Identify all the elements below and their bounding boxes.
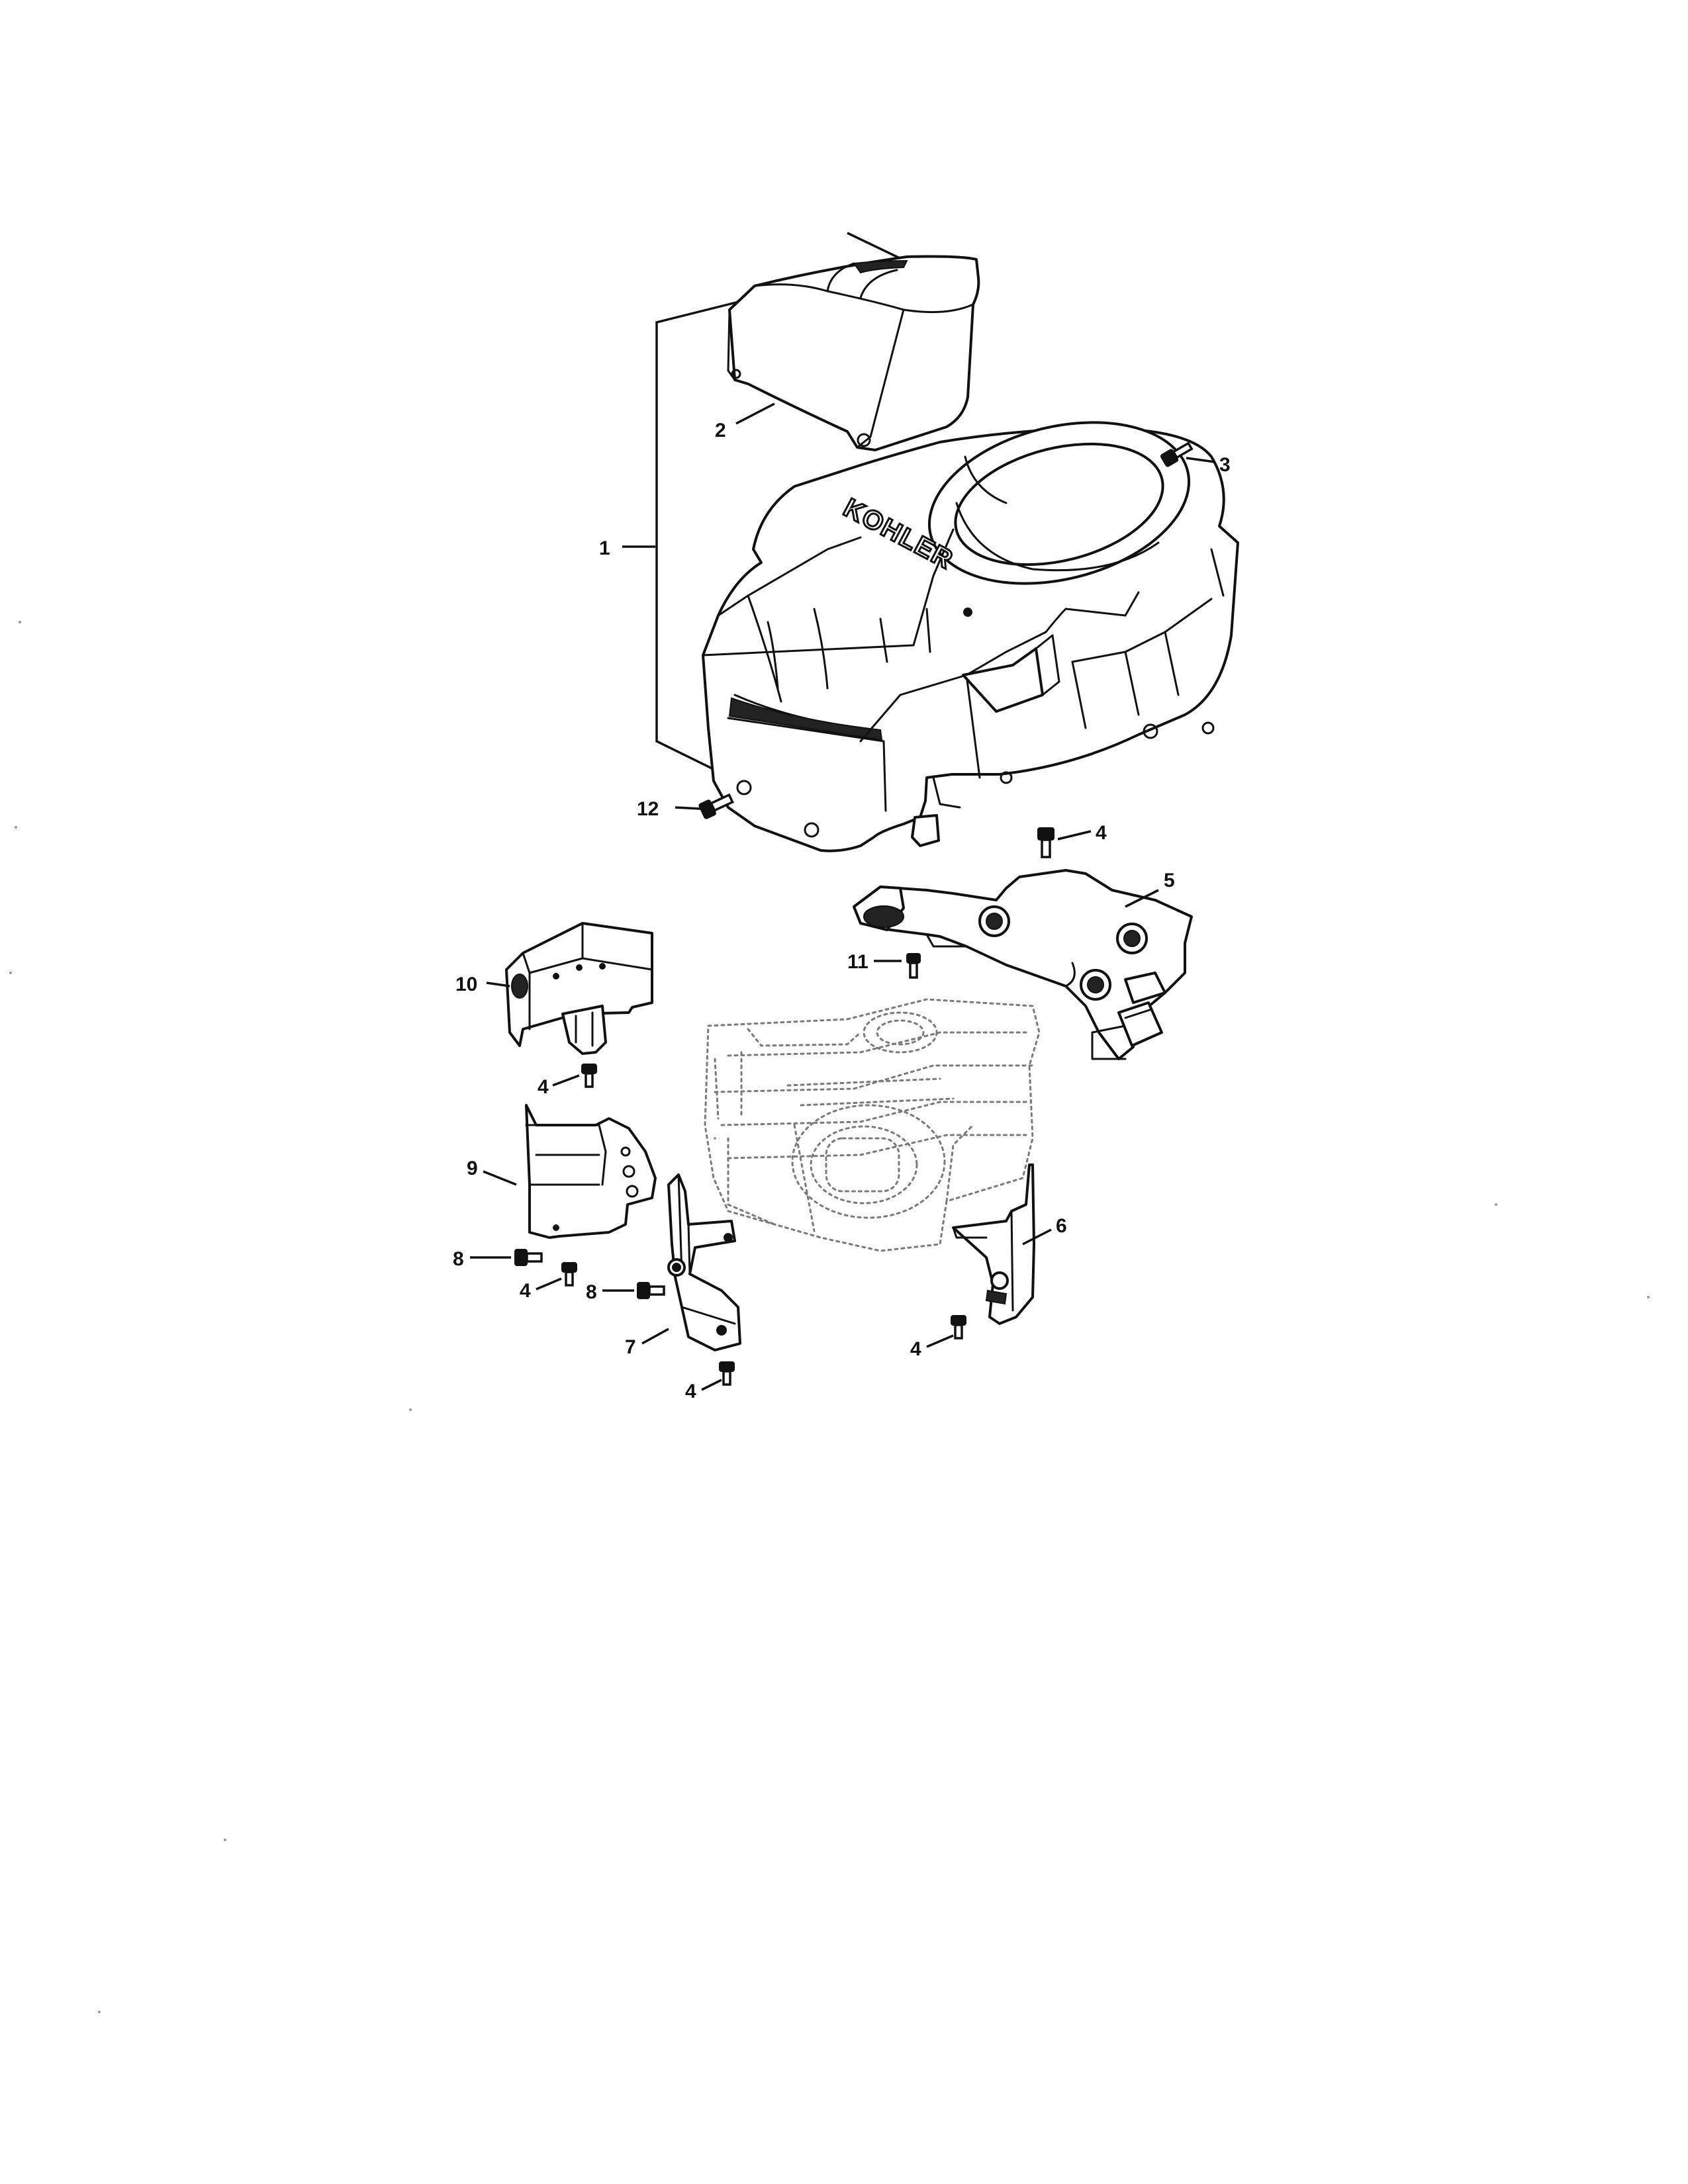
side-bracket-right xyxy=(952,1163,1035,1325)
callout-4-upper-shroud: 4 xyxy=(538,1076,549,1098)
intake-cover xyxy=(727,255,980,451)
callouts: 1 2 3 4 4 4 4 4 4 5 6 7 8 8 9 10 11 12 xyxy=(453,420,1231,1402)
screw-4-bracket xyxy=(719,1361,735,1386)
screw-4-upper-shroud xyxy=(581,1064,597,1088)
callout-9: 9 xyxy=(467,1158,478,1179)
callout-8-middle: 8 xyxy=(586,1281,597,1303)
callout-1: 1 xyxy=(599,537,610,559)
callout-4-lower-shroud: 4 xyxy=(520,1280,531,1302)
engine-block-phantom xyxy=(704,998,1041,1252)
callout-12: 12 xyxy=(637,798,659,820)
callout-7: 7 xyxy=(625,1336,636,1358)
callout-4-right-bracket: 4 xyxy=(910,1338,921,1360)
callout-11: 11 xyxy=(847,951,868,973)
screw-4-right-bracket xyxy=(951,1315,966,1340)
callout-6: 6 xyxy=(1056,1215,1067,1237)
callout-5: 5 xyxy=(1164,870,1175,891)
screw-4-lower-shroud xyxy=(561,1262,577,1287)
screw-12 xyxy=(698,793,734,819)
mounting-bracket xyxy=(667,1173,741,1351)
callout-4-bracket: 4 xyxy=(685,1381,696,1402)
side-shroud-upper xyxy=(505,922,653,1055)
leader-lines xyxy=(470,402,1215,1391)
callout-3: 3 xyxy=(1219,454,1231,476)
screw-4-housing xyxy=(1037,827,1055,858)
fasteners xyxy=(514,441,1194,1386)
blower-housing: KOHLER xyxy=(702,421,1239,852)
screw-8-left xyxy=(514,1249,543,1266)
callout-8-left: 8 xyxy=(453,1248,464,1270)
screw-11 xyxy=(906,953,921,979)
callout-4-housing: 4 xyxy=(1096,822,1107,844)
scan-specks xyxy=(9,621,1650,2013)
side-shroud-lower xyxy=(525,1104,657,1239)
screw-3 xyxy=(1160,441,1194,467)
callout-10: 10 xyxy=(455,974,477,995)
baffle-plate xyxy=(853,869,1193,1060)
screw-8-middle xyxy=(637,1282,665,1299)
callout-2: 2 xyxy=(715,420,726,441)
